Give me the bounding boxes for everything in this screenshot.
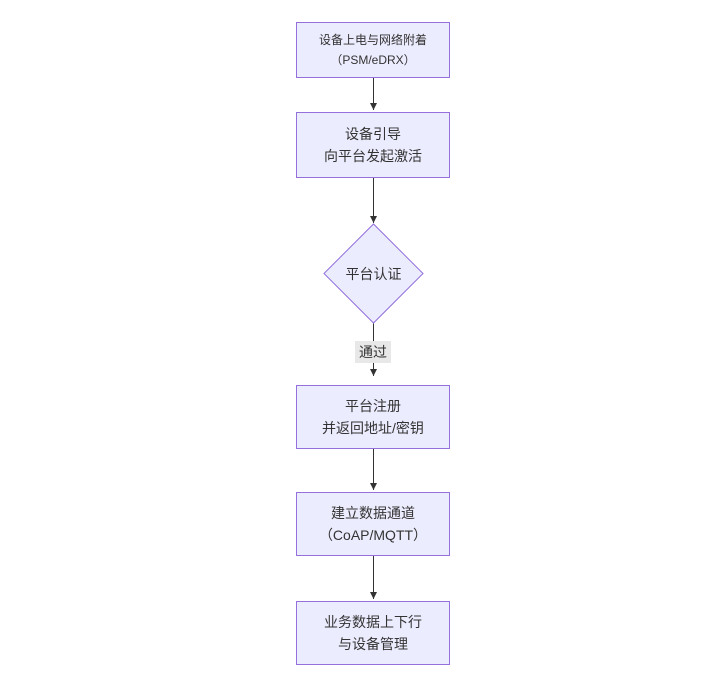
node-device-bootstrap: 设备引导 向平台发起激活 — [296, 112, 450, 178]
node-device-power-attach: 设备上电与网络附着 （PSM/eDRX） — [296, 22, 450, 78]
node-platform-register: 平台注册 并返回地址/密钥 — [296, 385, 450, 449]
edge-label-pass: 通过 — [355, 341, 391, 363]
node-data-channel: 建立数据通道 （CoAP/MQTT） — [296, 492, 450, 556]
node-business-data: 业务数据上下行 与设备管理 — [296, 601, 450, 665]
decision-platform-auth-label: 平台认证 — [345, 265, 402, 282]
